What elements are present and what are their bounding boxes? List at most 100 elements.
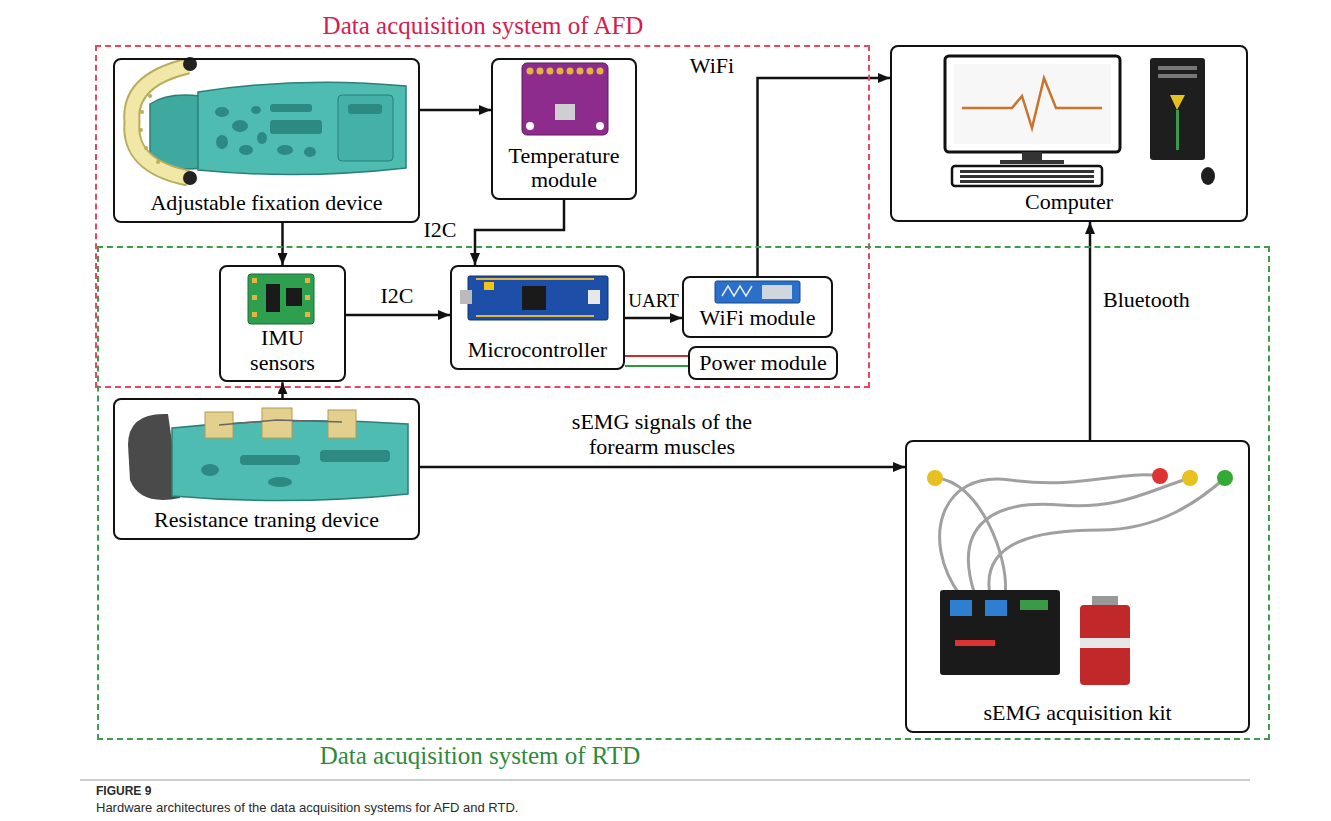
wireless-connector xyxy=(758,78,891,276)
edge-label: I2C xyxy=(380,283,415,308)
temperature-module-illustration xyxy=(527,68,604,75)
computer-illustration xyxy=(1022,152,1042,160)
node-label: Temperature module xyxy=(499,144,629,193)
computer-illustration xyxy=(1158,66,1197,70)
imu-board-illustration xyxy=(252,295,257,300)
computer-illustration xyxy=(1201,167,1215,185)
kit-box: sEMG acquisition kit xyxy=(905,440,1250,733)
imu-board-illustration xyxy=(305,278,310,283)
temperature-module-illustration xyxy=(547,68,554,75)
semg-kit-illustration xyxy=(1020,600,1048,610)
node-label: Adjustable fixation device xyxy=(150,191,382,216)
wireless-connector xyxy=(1090,222,1091,440)
fixation-device-illustration xyxy=(148,94,152,98)
fixation-device-illustration xyxy=(257,132,267,144)
temperature-module-illustration xyxy=(587,68,594,75)
fixation-device-illustration xyxy=(144,146,148,150)
semg-kit-illustration xyxy=(927,468,1233,685)
computer-illustration xyxy=(960,170,1094,183)
figure-number: FIGURE 9 xyxy=(96,784,151,798)
fixation-device-illustration xyxy=(216,135,228,149)
bus-connector xyxy=(346,315,450,316)
wifi-module-illustration xyxy=(715,281,800,303)
temperature-module-illustration xyxy=(567,68,574,75)
wifi-module-illustration xyxy=(762,285,792,299)
region-title: Data acuqisition system of RTD xyxy=(320,742,641,771)
imu-board-illustration xyxy=(286,288,302,306)
module-box: WiFi module xyxy=(682,276,833,338)
semg-kit-illustration xyxy=(1092,596,1118,606)
fixation-device-illustration xyxy=(338,95,393,161)
imu-board-illustration xyxy=(248,274,314,324)
node-label: Computer xyxy=(1025,190,1113,215)
region-title: Data acquisition system of AFD xyxy=(323,12,644,41)
arrow-connector xyxy=(282,223,283,265)
training-device-illustration xyxy=(262,408,292,438)
bus-connector xyxy=(625,317,682,320)
bus-connector xyxy=(625,318,682,319)
computer-illustration xyxy=(960,170,1094,173)
fixation-device-illustration xyxy=(251,106,261,114)
temperature-module-illustration xyxy=(557,68,564,75)
microcontroller-illustration xyxy=(468,276,608,320)
microcontroller-illustration xyxy=(476,315,594,317)
training-device-illustration xyxy=(201,464,219,476)
wifi-module-illustration xyxy=(715,281,800,303)
computer-illustration xyxy=(945,56,1215,186)
semg-kit-illustration xyxy=(989,478,1225,595)
temperature-module-illustration xyxy=(526,122,534,130)
figure-caption: Hardware architectures of the data acqui… xyxy=(96,800,518,815)
temperature-module-illustration xyxy=(522,63,608,135)
semg-kit-illustration xyxy=(935,475,1225,595)
training-device-illustration xyxy=(128,408,408,501)
imu-board-illustration xyxy=(248,274,314,324)
edge-label: sEMG signals of the forearm muscles xyxy=(536,409,788,460)
semg-kit-illustration xyxy=(1217,470,1233,486)
edge-label: WiFi xyxy=(689,53,735,78)
power-wires xyxy=(625,365,688,367)
semg-kit-illustration xyxy=(1152,468,1168,484)
fixation-device-illustration xyxy=(270,120,322,134)
computer-illustration xyxy=(960,175,1094,178)
training-device-illustration xyxy=(240,455,300,465)
fixation-device-illustration xyxy=(156,160,160,164)
semg-kit-illustration xyxy=(985,600,1007,616)
fixation-device-illustration xyxy=(140,110,144,114)
fixation-device-illustration xyxy=(183,57,197,71)
microcontroller-illustration xyxy=(522,286,546,310)
computer-illustration xyxy=(1158,74,1197,78)
semg-kit-illustration xyxy=(1080,605,1130,685)
arrow-connector xyxy=(281,223,284,265)
imu-board-illustration xyxy=(305,312,310,317)
power-wires xyxy=(625,355,688,357)
dashed-region: Resistance traning devicesEMG acquisitio… xyxy=(97,246,1270,740)
microcontroller-illustration xyxy=(476,278,594,280)
dashed-region: Adjustable fixation device Temperature mo… xyxy=(95,45,870,388)
temperature-module-illustration xyxy=(522,63,608,135)
edge-label: I2C xyxy=(423,217,458,242)
fixation-device-illustration xyxy=(270,104,312,112)
fixation-device-illustration xyxy=(239,145,253,155)
node-label: WiFi module xyxy=(700,306,816,331)
imu-board-illustration xyxy=(305,295,310,300)
imu-board-illustration xyxy=(252,278,257,283)
computer-illustration xyxy=(1000,160,1064,164)
bus-connector xyxy=(475,200,564,265)
fixation-device-illustration xyxy=(150,95,202,169)
computer-illustration xyxy=(1170,95,1185,110)
fixation-device-illustration xyxy=(304,147,316,157)
computer-box: Computer xyxy=(890,45,1248,222)
connector-layer xyxy=(283,78,1091,467)
device-box: Adjustable fixation device xyxy=(113,58,420,223)
microcontroller-illustration xyxy=(476,278,594,317)
node-label: Microcontroller xyxy=(468,338,607,363)
imu-board-illustration xyxy=(252,312,257,317)
microcontroller-illustration xyxy=(484,282,494,290)
arrow-connector xyxy=(420,110,491,111)
signal-connector xyxy=(420,467,905,468)
node-label: IMU sensors xyxy=(227,326,338,375)
controller-box: Microcontroller xyxy=(450,265,625,370)
semg-kit-illustration xyxy=(968,478,1190,595)
arrow-connector xyxy=(420,109,491,112)
